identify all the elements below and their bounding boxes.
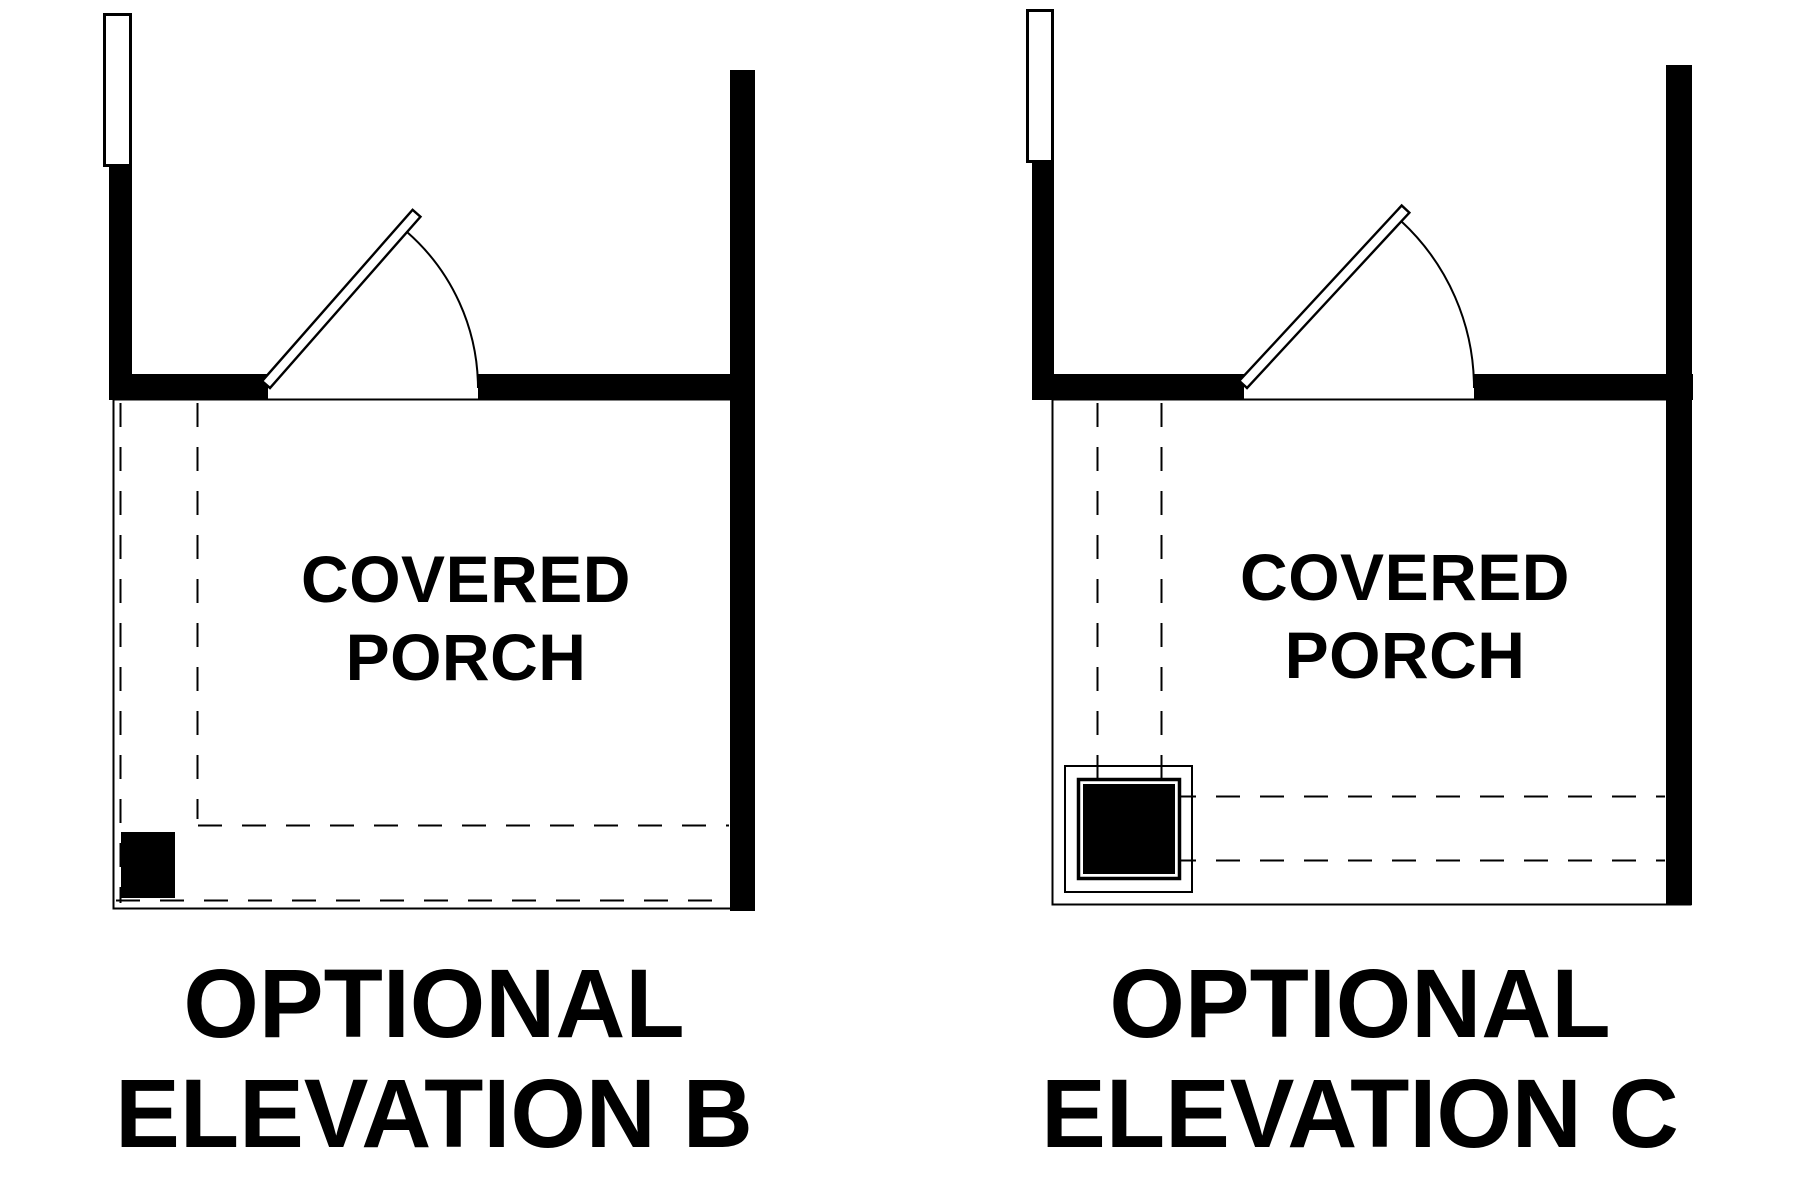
floor-plan-elevation-b bbox=[103, 13, 755, 911]
front-wall-left-segment bbox=[1032, 374, 1244, 400]
door-swing-arc bbox=[1400, 220, 1476, 389]
caption-line2: ELEVATION C bbox=[1041, 1059, 1679, 1168]
caption-line2: ELEVATION B bbox=[115, 1059, 753, 1168]
room-label-elevation-b: COVERED PORCH bbox=[266, 540, 666, 696]
window-symbol bbox=[1026, 9, 1054, 163]
front-wall-right-segment bbox=[478, 374, 755, 400]
door-leaf bbox=[1237, 203, 1412, 390]
porch-post bbox=[121, 832, 175, 898]
room-label-line1: COVERED bbox=[301, 542, 631, 616]
window-symbol bbox=[103, 13, 132, 167]
caption-elevation-c: OPTIONAL ELEVATION C bbox=[960, 949, 1760, 1169]
room-label-line1: COVERED bbox=[1240, 540, 1570, 614]
caption-line1: OPTIONAL bbox=[1109, 949, 1611, 1058]
caption-elevation-b: OPTIONAL ELEVATION B bbox=[34, 949, 834, 1169]
left-wall bbox=[1032, 160, 1054, 400]
porch-column bbox=[1083, 784, 1175, 874]
room-label-line2: PORCH bbox=[345, 620, 587, 694]
room-label-line2: PORCH bbox=[1284, 618, 1526, 692]
front-wall-left-segment bbox=[109, 374, 268, 400]
door-leaf bbox=[260, 208, 423, 390]
porch-outline bbox=[112, 398, 755, 910]
right-wall bbox=[730, 70, 755, 911]
caption-line1: OPTIONAL bbox=[183, 949, 685, 1058]
front-wall-right-segment bbox=[1474, 374, 1693, 400]
floor-plan-elevation-c bbox=[1026, 9, 1693, 906]
left-wall bbox=[109, 164, 132, 400]
door-swing-arc bbox=[406, 231, 479, 389]
right-wall bbox=[1666, 65, 1692, 905]
room-label-elevation-c: COVERED PORCH bbox=[1205, 538, 1605, 694]
